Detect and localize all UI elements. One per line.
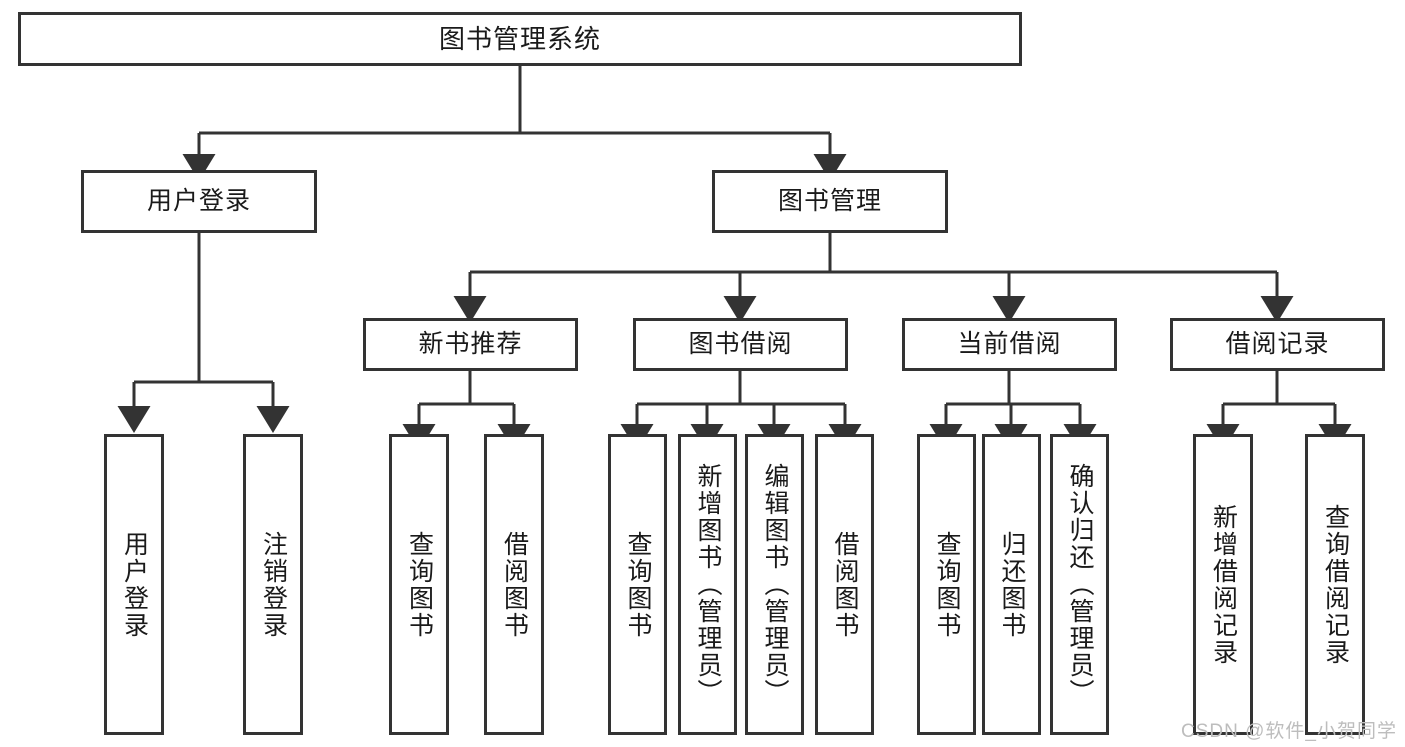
leaf-user-login-label: 用户登录: [120, 530, 149, 639]
node-new-book-recommend-label: 新书推荐: [418, 329, 523, 358]
leaf-query-record[interactable]: 查询借阅记录: [1305, 434, 1365, 735]
leaf-borrow-book-2-label: 借阅图书: [831, 530, 859, 639]
leaf-user-logout-label: 注销登录: [259, 530, 288, 639]
leaf-return-book-label: 归还图书: [998, 530, 1026, 639]
node-current-borrow-label: 当前借阅: [957, 329, 1062, 358]
leaf-add-record[interactable]: 新增借阅记录: [1193, 434, 1253, 735]
node-current-borrow[interactable]: 当前借阅: [902, 318, 1117, 371]
leaf-query-book-3-label: 查询图书: [933, 530, 961, 639]
node-book-borrow[interactable]: 图书借阅: [633, 318, 848, 371]
node-user-login-label: 用户登录: [146, 186, 251, 215]
node-borrow-record[interactable]: 借阅记录: [1170, 318, 1385, 371]
leaf-user-login[interactable]: 用户登录: [104, 434, 164, 735]
node-user-login[interactable]: 用户登录: [81, 170, 317, 233]
leaf-query-book-2[interactable]: 查询图书: [608, 434, 667, 735]
leaf-query-book-1-label: 查询图书: [405, 530, 434, 639]
node-book-borrow-label: 图书借阅: [688, 329, 793, 358]
leaf-edit-book[interactable]: 编辑图书（管理员）: [745, 434, 804, 735]
watermark: CSDN @软件_小贺同学: [1181, 721, 1397, 742]
leaf-borrow-book-1-label: 借阅图书: [500, 530, 529, 639]
leaf-borrow-book-2[interactable]: 借阅图书: [815, 434, 874, 735]
leaf-confirm-return[interactable]: 确认归还（管理员）: [1050, 434, 1109, 735]
node-book-manage[interactable]: 图书管理: [712, 170, 948, 233]
leaf-query-book-2-label: 查询图书: [624, 530, 652, 639]
leaf-add-book[interactable]: 新增图书（管理员）: [678, 434, 737, 735]
leaf-add-record-label: 新增借阅记录: [1209, 503, 1238, 666]
leaf-edit-book-label: 编辑图书（管理员）: [761, 463, 789, 706]
node-book-manage-label: 图书管理: [777, 186, 882, 215]
leaf-confirm-return-label: 确认归还（管理员）: [1066, 463, 1094, 706]
leaf-query-record-label: 查询借阅记录: [1321, 503, 1350, 666]
node-root-label: 图书管理系统: [438, 23, 601, 54]
leaf-query-book-1[interactable]: 查询图书: [389, 434, 449, 735]
leaf-query-book-3[interactable]: 查询图书: [917, 434, 976, 735]
leaf-user-logout[interactable]: 注销登录: [243, 434, 303, 735]
node-borrow-record-label: 借阅记录: [1225, 329, 1330, 358]
leaf-return-book[interactable]: 归还图书: [982, 434, 1041, 735]
node-new-book-recommend[interactable]: 新书推荐: [363, 318, 578, 371]
leaf-add-book-label: 新增图书（管理员）: [694, 463, 722, 706]
leaf-borrow-book-1[interactable]: 借阅图书: [484, 434, 544, 735]
node-root[interactable]: 图书管理系统: [18, 12, 1022, 66]
